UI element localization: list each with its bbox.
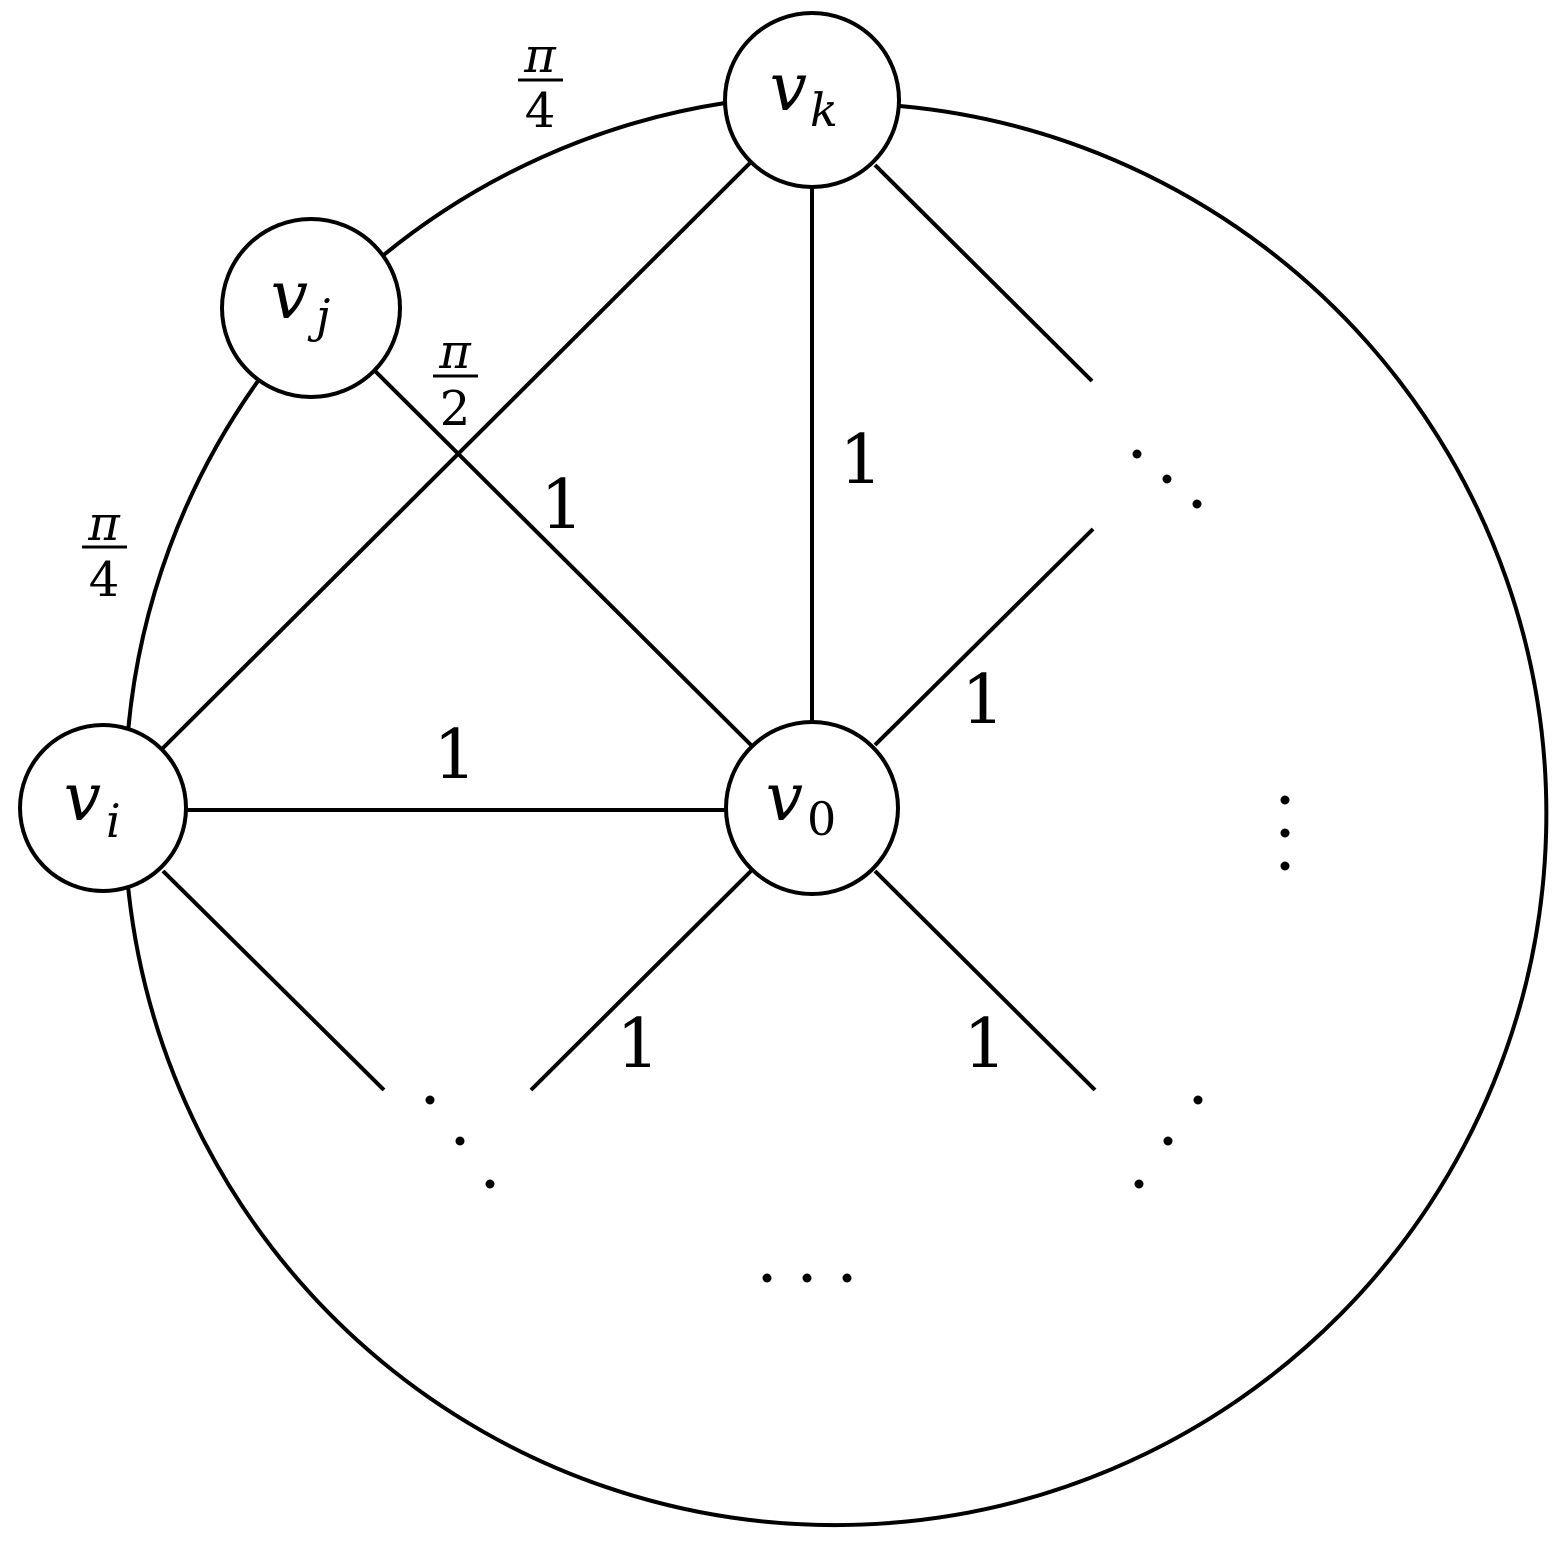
label-edge-vk-v0: 1 (839, 421, 882, 500)
ellipsis-bottom-horizontal (762, 1273, 852, 1283)
node-v0-sub: 0 (807, 792, 836, 846)
node-vj-main: v (271, 257, 308, 334)
edge-v0-upper-right (873, 527, 1095, 747)
node-v0-main: v (766, 759, 803, 836)
label-edge-v0-lower-left: 1 (616, 1005, 659, 1084)
label-edge-vj-v0: 1 (540, 466, 583, 545)
edge-vi-lower-right (161, 869, 386, 1092)
label-arc-vj-vk-den: 4 (525, 83, 556, 139)
label-edge-vi-v0: 1 (433, 716, 476, 795)
label-arc-vj-vk: π 4 (518, 28, 563, 139)
node-vi-sub: i (106, 794, 121, 848)
ellipsis-upper-right-diagonal (1132, 449, 1202, 509)
ellipsis-right-vertical (1280, 795, 1290, 871)
svg-text:v: v (766, 759, 803, 836)
label-edge-vi-vk: π 2 (433, 324, 478, 437)
node-vk-main: v (770, 49, 807, 126)
label-edge-vi-vk-num: π (438, 324, 472, 380)
node-vk: v k (723, 11, 901, 189)
node-vj: v j (220, 217, 402, 399)
edge-vk-upper-right (873, 163, 1094, 383)
node-vi-main: v (64, 759, 101, 836)
edge-v0-lower-right (873, 869, 1097, 1092)
label-edge-vi-vk-den: 2 (440, 381, 471, 437)
label-arc-vi-vj: π 4 (82, 496, 127, 608)
edge-v0-lower-left (529, 869, 753, 1092)
label-arc-vj-vk-num: π (523, 28, 557, 84)
outer-arc-vk-right-vi (126, 104, 1549, 1528)
ellipsis-lower-left-diagonal (425, 1095, 495, 1189)
ellipsis-lower-right-diagonal (1134, 1095, 1203, 1189)
label-edge-v0-lower-right: 1 (963, 1005, 1006, 1084)
node-v0: v 0 (724, 720, 900, 896)
outer-arc-vj-vk (378, 101, 726, 260)
label-edge-v0-upper-right: 1 (961, 661, 1004, 740)
label-arc-vi-vj-num: π (87, 496, 121, 552)
node-vk-sub: k (810, 83, 838, 137)
node-vi: v i (18, 723, 188, 893)
label-arc-vi-vj-den: 4 (89, 552, 120, 608)
outer-arc-vi-vj (126, 379, 260, 733)
edge-vj-v0 (372, 368, 753, 747)
